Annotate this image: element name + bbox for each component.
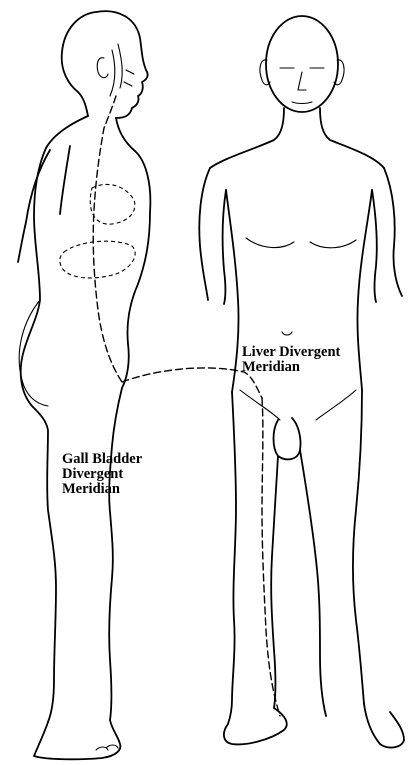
- side-arm: [18, 146, 70, 262]
- gall-bladder-organ: [90, 184, 135, 224]
- liver-organ-side: [60, 241, 135, 278]
- liver-meridian-label: Liver Divergent Meridian: [242, 345, 340, 375]
- front-chest: [246, 238, 356, 248]
- gall-bladder-meridian-path: [93, 96, 122, 382]
- liver-meridian-path: [262, 398, 280, 716]
- front-left-arm: [199, 168, 226, 304]
- front-right-foot: [364, 704, 404, 747]
- gall-bladder-label-line1: Gall Bladder: [62, 452, 142, 467]
- front-groin: [240, 390, 356, 420]
- side-view-figure: [18, 11, 262, 759]
- front-view-figure: [199, 16, 404, 747]
- front-mouth: [292, 102, 312, 104]
- crossing-connection-path: [122, 368, 262, 398]
- liver-label-line1: Liver Divergent: [242, 345, 340, 360]
- gall-bladder-label-line2: Divergent: [62, 467, 142, 482]
- front-shoulders: [210, 108, 384, 168]
- gall-bladder-label-line3: Meridian: [62, 482, 142, 497]
- liver-label-line2: Meridian: [242, 360, 340, 375]
- front-right-arm: [372, 168, 402, 302]
- gall-bladder-meridian-label: Gall Bladder Divergent Meridian: [62, 452, 142, 497]
- front-genitals: [274, 418, 301, 459]
- side-ear: [97, 58, 108, 78]
- front-navel: [282, 332, 292, 335]
- side-foot: [34, 720, 120, 759]
- front-left-foot: [224, 708, 287, 744]
- side-face-lines: [110, 44, 134, 96]
- front-nose: [298, 72, 306, 90]
- side-back-outline: [21, 116, 88, 722]
- side-head: [62, 11, 148, 118]
- front-right-leg: [300, 390, 364, 716]
- side-front-outline: [109, 118, 150, 720]
- side-toes: [96, 745, 118, 750]
- front-head: [266, 16, 338, 112]
